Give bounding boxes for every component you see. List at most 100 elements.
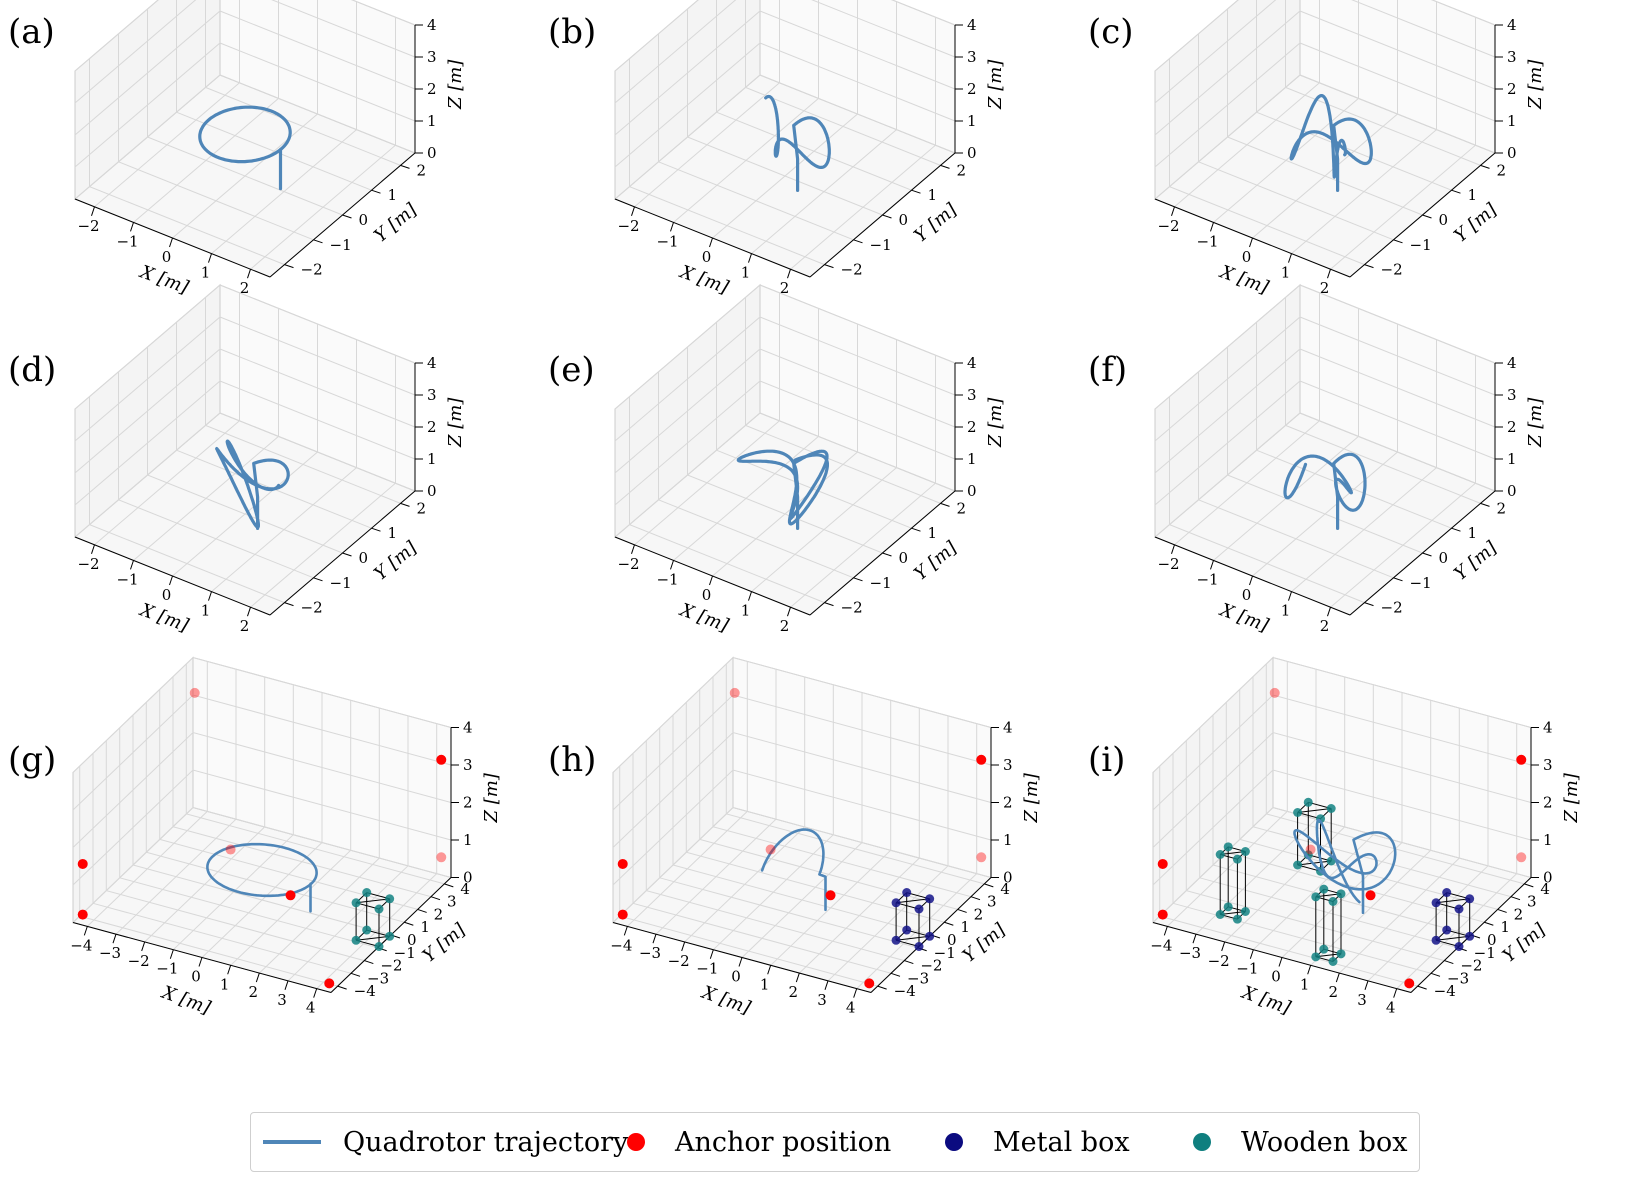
x-tick-label: −2 bbox=[668, 952, 690, 970]
anchor-point bbox=[1365, 890, 1376, 901]
z-tick-label: 2 bbox=[1003, 794, 1013, 812]
z-axis-label: Z [m] bbox=[985, 59, 1006, 110]
box-vertex bbox=[1215, 850, 1225, 859]
box-vertex bbox=[1232, 854, 1242, 864]
y-tick-label: 0 bbox=[899, 211, 909, 229]
z-tick-label: 3 bbox=[427, 386, 437, 404]
z-tick-label: 2 bbox=[427, 80, 437, 98]
y-tick-mark bbox=[1480, 502, 1490, 507]
y-tick-mark bbox=[824, 264, 834, 269]
x-tick-mark bbox=[255, 972, 260, 983]
wooden-box bbox=[351, 888, 395, 951]
grid bbox=[1154, 283, 1496, 616]
z-tick-label: 2 bbox=[463, 794, 473, 812]
y-tick-mark bbox=[944, 921, 954, 926]
x-tick-label: −3 bbox=[639, 944, 661, 962]
box-vertex bbox=[1223, 902, 1233, 912]
box-vertex bbox=[1442, 888, 1452, 898]
x-tick-mark bbox=[738, 957, 743, 967]
x-tick-mark bbox=[1327, 269, 1331, 279]
wooden-box bbox=[1215, 842, 1250, 924]
z-tick-label: 3 bbox=[1003, 756, 1013, 774]
x-tick-mark bbox=[709, 575, 713, 586]
y-tick-label: −1 bbox=[330, 574, 352, 592]
grid bbox=[74, 0, 416, 278]
z-tick-label: 0 bbox=[1507, 482, 1517, 500]
x-tick-label: 2 bbox=[780, 617, 790, 635]
x-tick-label: 3 bbox=[277, 991, 287, 1009]
y-tick-mark bbox=[350, 972, 361, 977]
y-tick-mark bbox=[284, 264, 294, 269]
x-tick-mark bbox=[681, 941, 686, 952]
grid-line-z bbox=[614, 0, 956, 104]
z-tick-label: 0 bbox=[1543, 869, 1553, 887]
y-tick-mark bbox=[882, 214, 892, 219]
z-axis-label: Z [m] bbox=[481, 772, 502, 823]
box-vertex bbox=[1319, 944, 1329, 954]
y-tick-label: 0 bbox=[407, 931, 417, 949]
box-vertex bbox=[1232, 914, 1242, 924]
z-tick-label: 1 bbox=[1507, 450, 1517, 468]
box-vertex bbox=[362, 888, 372, 898]
y-tick-label: −4 bbox=[354, 982, 376, 1000]
x-tick-label: 2 bbox=[789, 983, 799, 1001]
y-tick-label: 0 bbox=[359, 549, 369, 567]
grid-line-z bbox=[612, 694, 992, 811]
box-edge bbox=[1436, 898, 1470, 904]
box-vertex bbox=[914, 904, 924, 914]
x-tick-mark bbox=[1210, 560, 1214, 570]
y-tick-label: 2 bbox=[1497, 161, 1507, 179]
x-axis-label: X [m] bbox=[1216, 599, 1273, 637]
anchor-point bbox=[825, 890, 836, 901]
box-vertex bbox=[925, 931, 935, 941]
x-tick-mark bbox=[130, 222, 134, 232]
z-tick-label: 2 bbox=[967, 80, 977, 98]
panel-label: (i) bbox=[1088, 740, 1126, 780]
x-tick-label: 0 bbox=[1242, 586, 1252, 604]
y-tick-mark bbox=[1444, 960, 1454, 965]
anchor-point bbox=[77, 858, 88, 869]
z-tick-label: 4 bbox=[427, 16, 437, 34]
quadrotor-trajectory bbox=[206, 842, 318, 913]
x-tick-mark bbox=[91, 206, 95, 216]
y-tick-label: 2 bbox=[1514, 905, 1524, 923]
quadrotor-trajectory bbox=[736, 449, 829, 530]
x-tick-mark bbox=[787, 607, 791, 617]
y-tick-label: −3 bbox=[907, 969, 929, 987]
x-axis-label: X [m] bbox=[136, 599, 193, 637]
grid-line-z bbox=[74, 316, 416, 442]
y-tick-mark bbox=[1422, 552, 1432, 557]
z-tick-label: 3 bbox=[1543, 756, 1553, 774]
x-tick-mark bbox=[247, 269, 251, 279]
anchor-dot-swatch bbox=[627, 1133, 645, 1151]
grid-line-z bbox=[72, 656, 452, 773]
y-tick-mark bbox=[371, 527, 381, 532]
y-axis-label: Y [m] bbox=[370, 199, 422, 247]
x-tick-label: 2 bbox=[1329, 983, 1339, 1001]
x-tick-mark bbox=[1249, 237, 1253, 248]
grid-line-z bbox=[1154, 10, 1496, 136]
box-vertex bbox=[1293, 808, 1303, 817]
z-tick-label: 3 bbox=[967, 48, 977, 66]
wooden-box bbox=[1311, 884, 1346, 966]
grid bbox=[74, 283, 416, 616]
grid-line-z bbox=[72, 806, 452, 923]
grid-line-z bbox=[1152, 769, 1532, 886]
y-tick-label: −2 bbox=[841, 599, 863, 617]
grid-line-z bbox=[1152, 731, 1532, 848]
x-tick-label: −2 bbox=[617, 217, 639, 235]
x-tick-mark bbox=[1192, 934, 1197, 944]
y-tick-mark bbox=[400, 164, 410, 169]
x-tick-mark bbox=[247, 607, 251, 617]
box-edge bbox=[896, 935, 930, 941]
anchor-point bbox=[436, 754, 447, 765]
y-tick-label: −1 bbox=[870, 236, 892, 254]
x-tick-label: −1 bbox=[656, 232, 678, 250]
x-tick-mark bbox=[1163, 926, 1168, 936]
y-tick-label: 1 bbox=[420, 918, 430, 936]
anchor-point bbox=[617, 909, 628, 920]
